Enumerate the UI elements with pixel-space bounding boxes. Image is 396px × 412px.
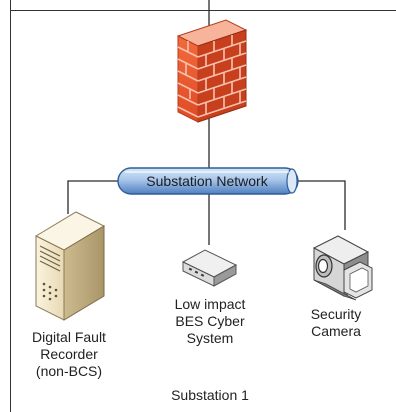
camera-label-line-1: Security — [310, 306, 362, 322]
network-device-icon — [181, 249, 238, 287]
substation-label: Substation 1 — [171, 387, 249, 403]
dfr-link-line — [67, 180, 120, 214]
camera-label-line-2: Camera — [311, 323, 361, 339]
connection-lines — [67, 0, 346, 245]
dfr-label-line-3: (non-BCS) — [35, 363, 103, 379]
camera-link-line — [296, 180, 346, 230]
substation-boundary — [10, 0, 396, 412]
low-impact-label-line-3: System — [186, 330, 234, 346]
low-impact-label: Low impact BES Cyber System — [150, 296, 270, 347]
camera-label: Security Camera — [290, 306, 382, 340]
network-label: Substation Network — [146, 173, 268, 189]
firewall-icon — [176, 19, 248, 123]
server-icon — [34, 211, 106, 321]
low-impact-label-line-2: BES Cyber — [175, 313, 245, 329]
dfr-label: Digital Fault Recorder (non-BCS) — [10, 329, 128, 380]
dfr-label-line-2: Recorder — [40, 346, 98, 362]
camera-icon — [312, 235, 373, 301]
low-impact-label-line-1: Low impact — [174, 296, 246, 312]
dfr-label-line-1: Digital Fault — [32, 329, 106, 345]
substation-network-bus — [117, 167, 299, 195]
